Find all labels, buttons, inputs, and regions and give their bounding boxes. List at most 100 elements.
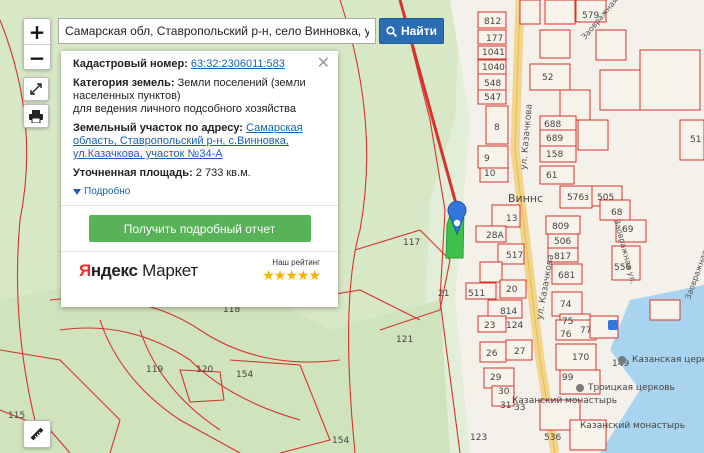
map-plot-label: 117 bbox=[403, 238, 420, 248]
map-plot-label: 51 bbox=[690, 135, 701, 145]
map-plot-label: 814 bbox=[500, 307, 517, 317]
church-icon bbox=[576, 356, 626, 392]
village-label: Виннс bbox=[508, 192, 543, 205]
map-plot-label: 77 bbox=[580, 326, 591, 336]
poi-label: Казанский монастырь bbox=[580, 421, 685, 431]
map-plot-label: 69 bbox=[622, 225, 634, 235]
divider bbox=[61, 251, 338, 252]
print-button[interactable] bbox=[23, 104, 49, 128]
land-use-value: для ведения личного подсобного хозяйства bbox=[73, 103, 296, 115]
map-plot-label: 13 bbox=[506, 214, 517, 224]
poi-label: Троицкая церковь bbox=[587, 383, 675, 393]
map-plot-label: 506 bbox=[554, 237, 571, 247]
search-button[interactable]: Найти bbox=[379, 18, 444, 44]
map-plot-label: 75 bbox=[562, 317, 573, 327]
map-plot-label: 689 bbox=[546, 134, 563, 144]
map-plot-label: 33 bbox=[514, 403, 525, 413]
map-plot-label: 158 bbox=[546, 150, 563, 160]
zoom-control: + − bbox=[23, 18, 51, 70]
map-plot-label: 21 bbox=[438, 289, 449, 299]
map-plot-label: 29 bbox=[490, 373, 502, 383]
divider bbox=[61, 205, 338, 206]
map-plot-label: 177 bbox=[486, 34, 503, 44]
map-plot-label: 124 bbox=[506, 321, 523, 331]
map-plot-label: 52 bbox=[542, 73, 553, 83]
map-plot-label: 31 bbox=[500, 401, 511, 411]
map-plot-label: 511 bbox=[468, 289, 485, 299]
map-plot-label: 74 bbox=[560, 300, 572, 310]
cadastral-number-label: Кадастровый номер: bbox=[73, 58, 188, 70]
search-icon bbox=[386, 25, 397, 37]
map-plot-label: 154 bbox=[236, 370, 253, 380]
map-plot-label: 579 bbox=[582, 11, 599, 21]
map-plot-label: 812 bbox=[484, 17, 501, 27]
ruler-icon bbox=[30, 427, 44, 441]
map-plot-label: 688 bbox=[544, 120, 561, 130]
map-plot-label: 154 bbox=[332, 436, 349, 446]
water-area bbox=[600, 285, 704, 453]
map-plot-label: 68 bbox=[611, 208, 623, 218]
map-plot-label: 1040 bbox=[482, 63, 505, 73]
map-plot-label: 10 bbox=[484, 169, 496, 179]
map-plot-label: 548 bbox=[484, 79, 501, 89]
map-plot-label: 8 bbox=[494, 123, 500, 133]
triangle-down-icon bbox=[73, 188, 81, 195]
map-plot-label: 9 bbox=[484, 154, 490, 164]
map-plot-label: 576з bbox=[567, 193, 589, 203]
map-plot-label: 20 bbox=[506, 285, 518, 295]
location-marker-icon[interactable] bbox=[447, 200, 467, 236]
map-plot-label: 505 bbox=[597, 193, 614, 203]
map-plot-label: 547 bbox=[484, 93, 501, 103]
area-value: 2 733 кв.м. bbox=[195, 167, 251, 179]
search-input[interactable] bbox=[58, 18, 376, 44]
rating-label: Наш рейтинг bbox=[272, 258, 320, 267]
map-plot-label: 170 bbox=[572, 353, 589, 363]
map-plot-label: 517 bbox=[506, 251, 523, 261]
zoom-in-button[interactable]: + bbox=[24, 19, 50, 45]
map-plot-label: 23 bbox=[484, 321, 495, 331]
map-plot-label: 61 bbox=[546, 171, 557, 181]
details-toggle[interactable]: Подробно bbox=[73, 186, 326, 197]
map-plot-label: 817 bbox=[554, 252, 571, 262]
map-plot-label: 121 bbox=[396, 335, 413, 345]
map-plot-label: 120 bbox=[196, 365, 213, 375]
anchor-icon bbox=[608, 320, 618, 330]
expand-icon bbox=[30, 83, 42, 95]
address-label: Земельный участок по адресу: bbox=[73, 122, 243, 134]
address-link[interactable]: Самарская область, Ставропольский р-н, с… bbox=[73, 122, 303, 160]
land-category-label: Категория земель: bbox=[73, 77, 175, 89]
zoom-out-button[interactable]: − bbox=[28, 45, 46, 70]
area-label: Уточненная площадь: bbox=[73, 167, 193, 179]
map-plot-label: 556 bbox=[614, 263, 631, 273]
map-plot-label: 115 bbox=[8, 411, 25, 421]
ruler-button[interactable] bbox=[23, 420, 51, 448]
map-plot-label: 76 bbox=[560, 330, 572, 340]
land-category-value: Земли поселений (земли населенных пункто… bbox=[73, 77, 306, 102]
yandex-market-logo: Яндекс Маркет bbox=[79, 261, 198, 280]
map-plot-label: 809 bbox=[552, 222, 569, 232]
poi-label: Казанский монастырь bbox=[512, 396, 617, 406]
search-button-label: Найти bbox=[401, 24, 437, 38]
cadastral-number-link[interactable]: 63:32:2306011:583 bbox=[190, 58, 285, 70]
poi-label: Казанская церковь bbox=[632, 355, 704, 365]
rating-block: Наш рейтинг ★★★★★ bbox=[262, 258, 321, 284]
map-plot-label: 27 bbox=[514, 347, 525, 357]
details-label: Подробно bbox=[84, 186, 131, 197]
map-plot-label: 118 bbox=[223, 305, 240, 315]
close-icon[interactable]: ✕ bbox=[316, 55, 330, 72]
map-plot-label: 123 bbox=[470, 433, 487, 443]
map-plot-label: 28А bbox=[486, 231, 504, 241]
get-report-button[interactable]: Получить подробный отчет bbox=[88, 215, 311, 242]
parcel-info-popup: ✕ Кадастровый номер: 63:32:2306011:583 К… bbox=[61, 51, 338, 307]
map-plot-label: 1041 bbox=[482, 48, 505, 58]
map-plot-label: 681 bbox=[558, 271, 575, 281]
map-plot-label: 119 bbox=[146, 365, 163, 375]
map-plot-label: 26 bbox=[486, 349, 498, 359]
rating-stars: ★★★★★ bbox=[262, 267, 321, 283]
map-plot-label: 30 bbox=[498, 387, 510, 397]
fullscreen-button[interactable] bbox=[23, 77, 49, 101]
map-plot-label: 99 bbox=[562, 373, 574, 383]
map-plot-label: 536 bbox=[544, 433, 561, 443]
printer-icon bbox=[29, 109, 43, 123]
yandex-market-badge[interactable]: Яндекс Маркет Наш рейтинг ★★★★★ bbox=[73, 252, 326, 284]
